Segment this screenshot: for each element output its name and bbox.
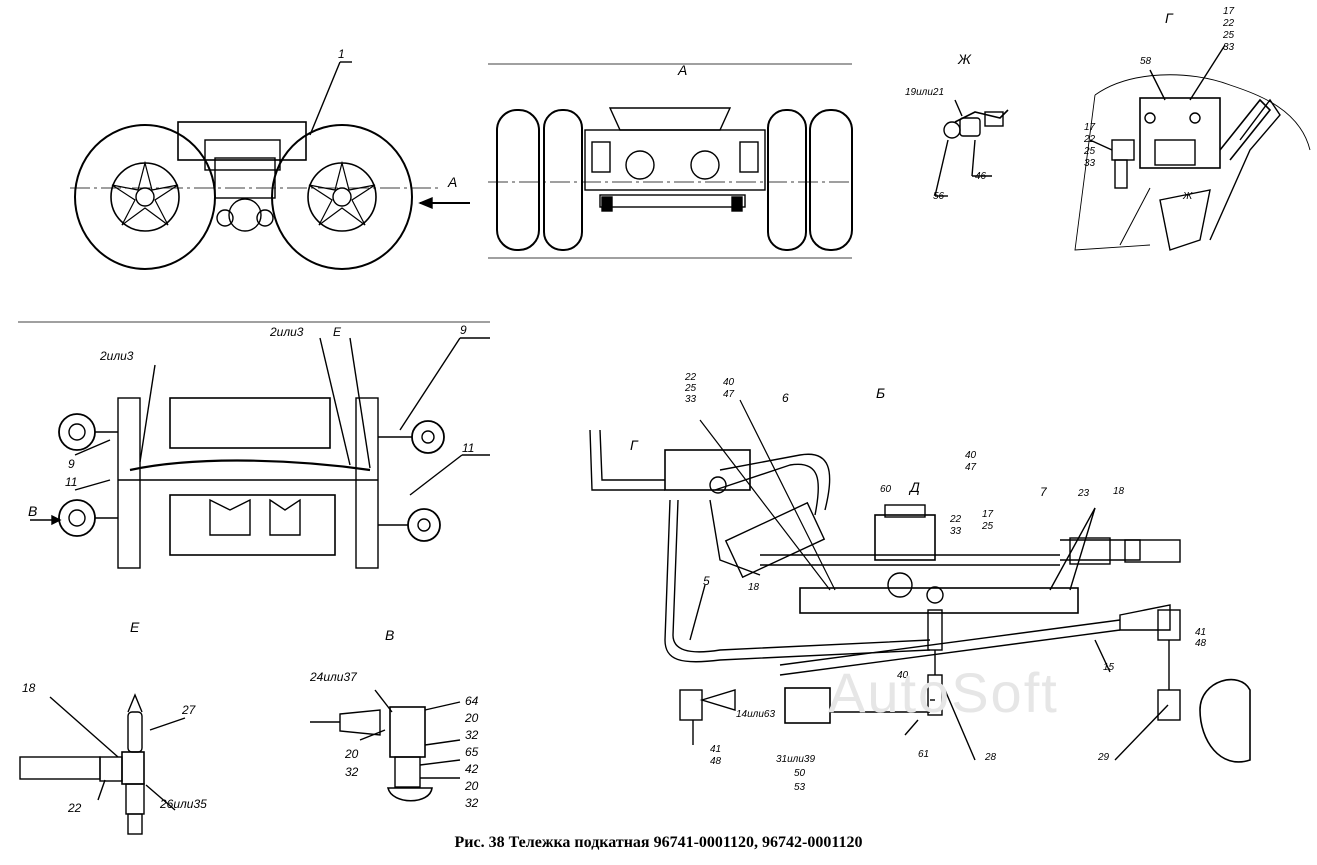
callout-1: 1 [338,47,345,61]
view-v-detail [310,689,461,802]
callout-58: 58 [1140,56,1152,67]
b-22-2: 25 [684,383,697,394]
callout-18-b: 18 [1113,486,1125,497]
arrow-label-g: Г [630,437,639,453]
view-zh [934,99,1009,197]
g-top-3: 25 [1222,30,1235,41]
view-mark-e: Е [333,325,342,339]
g-left-3: 25 [1083,146,1096,157]
callout-27: 27 [181,703,197,717]
v-64-7: 32 [465,796,479,810]
view-title-e: Е [130,619,140,635]
callout-14ili63: 14или63 [736,709,775,720]
b-1725-1: 17 [982,509,994,520]
b-2233-1: 22 [949,514,962,525]
callout-5: 5 [703,574,710,588]
b-40a-1: 40 [723,377,735,388]
callout-6: 6 [782,391,789,405]
label-layer: А А 1 Ж 19или21 56 46 Г 58 17 22 25 33 1… [22,6,1235,815]
callout-61: 61 [918,749,929,760]
arrow-label-v: В [28,503,37,519]
callout-56: 56 [933,191,945,202]
g-top-2: 22 [1222,18,1235,29]
b-1725-2: 25 [981,521,994,532]
v-64-6: 20 [464,779,479,793]
figure-caption: Рис. 38 Тележка подкатная 96741-0001120,… [454,834,863,851]
callout-24ili37: 24или37 [309,670,358,684]
callout-29: 29 [1097,752,1110,763]
callout-2ili3-a: 2или3 [99,349,134,363]
rear-view-a [488,63,853,259]
view-e-detail [19,693,186,835]
v-64-4: 65 [465,745,479,759]
g-zh-mark: Ж [1182,191,1193,202]
g-top-1: 17 [1223,6,1235,17]
b-3139-1: 31или39 [776,754,815,765]
v-64-5: 42 [465,762,479,776]
b-40b-1: 40 [965,450,977,461]
b-3139-2: 50 [794,768,806,779]
v-64-2: 20 [464,711,479,725]
b-4148a-1: 41 [710,744,721,755]
v-2032-1: 20 [344,747,359,761]
view-g [1074,44,1311,251]
side-view [70,61,470,270]
view-title-a: А [677,62,687,78]
callout-9-a: 9 [68,457,75,471]
callout-23: 23 [1077,488,1090,499]
view-mark-d: Д [908,479,920,495]
callout-2ili3-b: 2или3 [269,325,304,339]
v-64-1: 64 [465,694,479,708]
b-4148b-2: 48 [1195,638,1207,649]
wheel-right [271,124,413,270]
view-title-b: Б [876,385,885,401]
b-22-3: 33 [685,394,697,405]
v-2032-2: 32 [345,765,359,779]
b-3139-3: 53 [794,782,806,793]
g-top-4: 33 [1223,42,1235,53]
callout-7: 7 [1040,485,1048,499]
view-title-zh: Ж [957,51,972,67]
callout-60: 60 [880,484,892,495]
callout-18-c: 18 [748,582,760,593]
view-title-v: В [385,627,394,643]
b-22-1: 22 [684,372,697,383]
b-40a-2: 47 [723,389,735,400]
watermark: AutoSoft [828,661,1059,724]
callout-40-c: 40 [897,670,909,681]
callout-46: 46 [975,171,987,182]
callout-19ili21: 19или21 [905,87,944,98]
callout-26ili35: 26или35 [159,797,207,811]
callout-11-a: 11 [65,475,77,489]
view-b [589,399,1251,763]
plan-view [18,321,490,569]
arrow-label-a: А [447,174,457,190]
callout-9-b: 9 [460,323,467,337]
g-left-4: 33 [1084,158,1096,169]
wheel-left [74,124,216,270]
view-title-g: Г [1165,10,1174,26]
callout-28: 28 [984,752,997,763]
b-2233-2: 33 [950,526,962,537]
callout-22-e: 22 [67,801,82,815]
callout-15: 15 [1103,662,1115,673]
callout-11-b: 11 [462,441,474,455]
callout-18-e: 18 [22,681,36,695]
g-left-2: 22 [1083,134,1096,145]
b-4148a-2: 48 [710,756,722,767]
b-4148b-1: 41 [1195,627,1206,638]
g-left-1: 17 [1084,122,1096,133]
v-64-3: 32 [465,728,479,742]
b-40b-2: 47 [965,462,977,473]
